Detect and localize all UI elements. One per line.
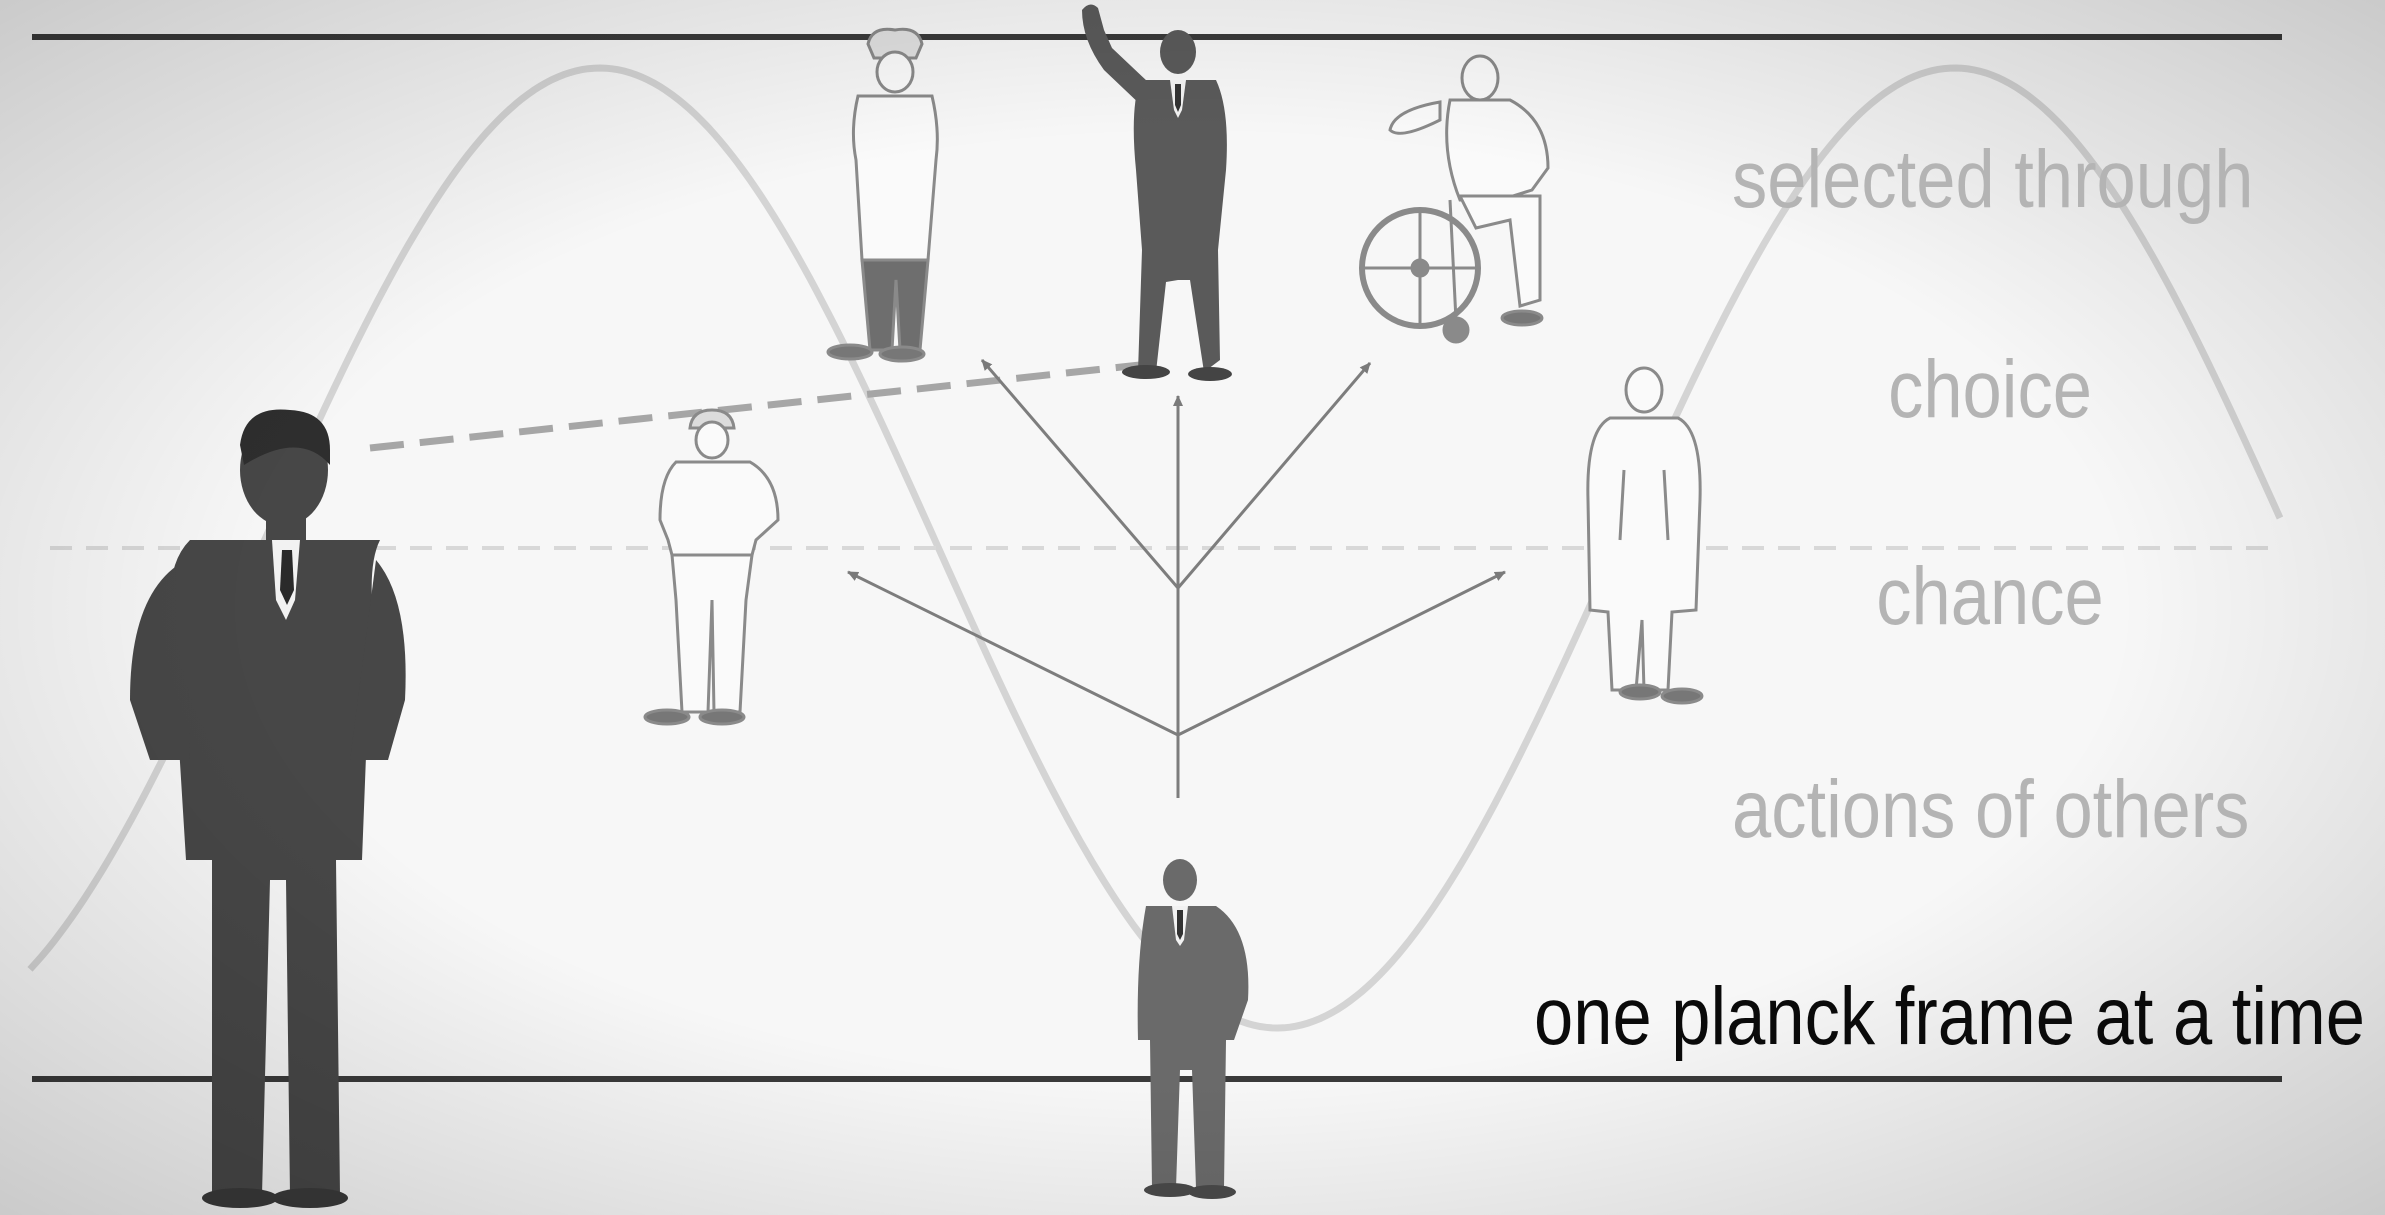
arrow-upper-left [980, 359, 1180, 589]
present-self-businessman-icon [1137, 859, 1249, 1199]
label-actions-of-others: actions of others [1732, 764, 2250, 855]
label-selected-through: selected through [1732, 134, 2254, 225]
label-planck-frame: one planck frame at a time [1534, 971, 2365, 1062]
observer-businessman-icon [130, 409, 406, 1208]
branching-arrows [847, 359, 1506, 798]
line-of-sight-dashed [369, 361, 1141, 452]
label-chance: chance [1876, 551, 2104, 642]
arrow-lower-right [1177, 570, 1506, 737]
construction-worker-icon [643, 408, 780, 726]
wheelchair-user-icon [1359, 54, 1550, 344]
doctor-icon [1586, 366, 1704, 705]
waving-businessman-icon [1082, 4, 1232, 381]
arrow-upper-right [1176, 362, 1372, 589]
label-choice: choice [1888, 344, 2092, 435]
arrow-lower-left [847, 570, 1179, 737]
chef-icon [826, 27, 939, 363]
